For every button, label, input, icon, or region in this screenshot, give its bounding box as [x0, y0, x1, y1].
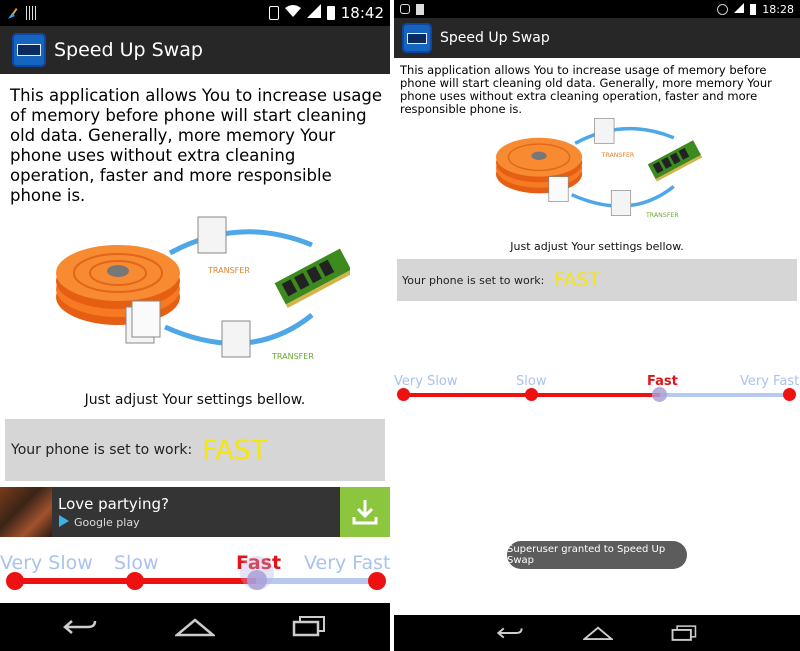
navigation-bar	[0, 603, 390, 651]
wifi-icon	[284, 4, 301, 22]
transfer-label: TRANSFER	[645, 212, 679, 219]
swap-illustration: TRANSFER TRANSFER	[496, 117, 703, 219]
slider-tick[interactable]	[6, 572, 24, 590]
screenshot-divider	[390, 0, 394, 651]
app-icon[interactable]	[12, 33, 46, 67]
broom-icon	[6, 6, 20, 20]
navigation-bar	[394, 615, 800, 651]
transfer-label: TRANSFER	[207, 266, 250, 275]
status-box: Your phone is set to work: FAST	[397, 259, 797, 301]
status-value: FAST	[554, 269, 601, 291]
play-store-icon	[58, 515, 70, 530]
barcode-icon	[26, 6, 38, 20]
status-bar: 18:42	[0, 0, 390, 26]
app-title: Speed Up Swap	[440, 30, 550, 46]
description-text: This application allows You to increase …	[10, 86, 383, 205]
action-bar: Speed Up Swap	[394, 18, 800, 58]
slider-track-inactive	[256, 578, 376, 584]
notification-icon	[400, 4, 410, 14]
right-phone-screen: 18:28 Speed Up Swap This application all…	[394, 0, 800, 651]
slider-label[interactable]: Fast	[647, 374, 678, 389]
document-icon	[221, 320, 251, 358]
status-label: Your phone is set to work:	[402, 273, 545, 287]
slider-track-inactive	[660, 393, 790, 397]
slider-label[interactable]: Slow	[516, 374, 547, 389]
transfer-label: TRANSFER	[271, 352, 314, 361]
status-box: Your phone is set to work: FAST	[5, 419, 385, 481]
status-value: FAST	[202, 434, 268, 466]
memory-chip-icon	[407, 32, 427, 44]
action-bar: Speed Up Swap	[0, 26, 390, 74]
slider-tick[interactable]	[368, 572, 386, 590]
slider-label[interactable]: Fast	[236, 552, 282, 574]
disk-stack-icon	[496, 137, 583, 194]
recents-icon[interactable]	[292, 615, 326, 637]
slider-label[interactable]: Very Fast	[740, 374, 800, 389]
signal-icon	[306, 4, 321, 22]
status-label: Your phone is set to work:	[11, 442, 193, 458]
slider-tick[interactable]	[783, 388, 796, 401]
memory-chip-icon	[17, 44, 41, 56]
document-icon	[197, 216, 227, 254]
slider-tick[interactable]	[525, 388, 538, 401]
left-phone-screen: 18:42 Speed Up Swap This application all…	[0, 0, 390, 651]
ram-module-icon	[274, 248, 350, 309]
description-text: This application allows You to increase …	[400, 63, 772, 116]
disk-stack-icon	[56, 245, 180, 325]
speed-slider[interactable]: Very Slow Slow Fast Very Fast	[0, 548, 390, 596]
settings-caption: Just adjust Your settings bellow.	[510, 240, 684, 253]
transfer-label: TRANSFER	[601, 152, 635, 159]
slider-label[interactable]: Very Fast	[304, 552, 390, 574]
toast-message: Superuser granted to Speed Up Swap	[507, 541, 687, 569]
notification-icon	[416, 3, 424, 15]
slider-thumb[interactable]	[247, 570, 267, 590]
app-title: Speed Up Swap	[54, 39, 203, 61]
status-bar: 18:28	[394, 0, 800, 18]
battery-icon	[326, 6, 335, 20]
ad-download-button[interactable]	[340, 487, 390, 537]
transfer-arrow-icon	[168, 229, 313, 256]
home-icon[interactable]	[175, 617, 215, 637]
vibrate-icon	[268, 6, 279, 20]
document-icon	[125, 300, 161, 344]
back-icon[interactable]	[496, 625, 524, 641]
slider-tick[interactable]	[126, 572, 144, 590]
slider-label[interactable]: Slow	[114, 552, 159, 574]
ad-store-label: Google play	[74, 516, 140, 529]
clock: 18:28	[762, 2, 794, 16]
download-icon	[352, 500, 378, 525]
ad-title: Love partying?	[58, 495, 169, 513]
slider-tick[interactable]	[397, 388, 410, 401]
app-icon[interactable]	[402, 23, 432, 53]
alarm-icon	[717, 3, 729, 15]
speed-slider[interactable]: Very Slow Slow Fast Very Fast	[394, 372, 800, 408]
signal-icon	[734, 2, 745, 16]
recents-icon[interactable]	[671, 624, 697, 642]
clock: 18:42	[340, 4, 384, 22]
document-icon	[548, 176, 569, 203]
ad-store: Google play	[58, 515, 140, 530]
settings-caption: Just adjust Your settings bellow.	[84, 392, 306, 408]
slider-label[interactable]: Very Slow	[394, 374, 458, 389]
ram-module-icon	[647, 140, 703, 182]
ad-banner[interactable]: Love partying? Google play	[0, 487, 390, 537]
swap-illustration: TRANSFER TRANSFER	[56, 216, 350, 361]
document-icon	[610, 190, 632, 216]
document-icon	[594, 117, 615, 144]
slider-thumb[interactable]	[652, 387, 667, 402]
ad-thumbnail	[0, 487, 52, 537]
home-icon[interactable]	[583, 625, 613, 641]
slider-label[interactable]: Very Slow	[0, 552, 93, 574]
transfer-arrow-icon	[574, 126, 675, 145]
battery-icon	[750, 3, 757, 15]
back-icon[interactable]	[62, 617, 98, 637]
